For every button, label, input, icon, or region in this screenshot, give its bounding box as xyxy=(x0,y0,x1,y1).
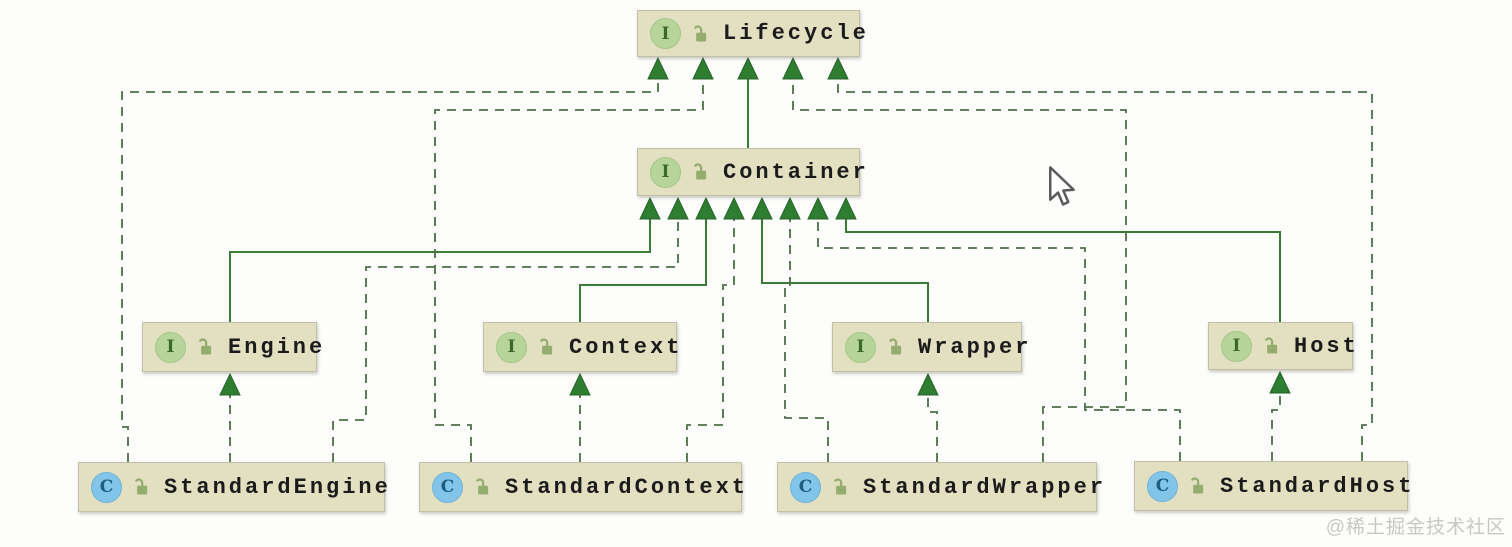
public-lock-icon xyxy=(888,338,902,355)
arrowhead xyxy=(692,56,714,80)
node-label: Engine xyxy=(228,334,326,360)
node-standard-host[interactable]: C StandardHost xyxy=(1134,461,1411,511)
arrowhead xyxy=(751,196,773,220)
edge-standardengine-implements-container xyxy=(332,219,679,462)
edge-standardcontext-implements-lifecycle xyxy=(434,79,704,462)
interface-badge-icon: I xyxy=(1221,330,1252,362)
arrowhead xyxy=(647,56,669,80)
arrowhead xyxy=(723,196,745,220)
node-standard-wrapper[interactable]: C StandardWrapper xyxy=(777,462,1103,512)
edge-standardhost-implements-lifecycle xyxy=(837,79,1373,461)
arrowhead xyxy=(737,56,759,80)
interface-badge-icon: I xyxy=(496,331,527,363)
arrowhead xyxy=(569,372,591,396)
node-label: StandardHost xyxy=(1220,473,1415,499)
node-container[interactable]: I Container xyxy=(637,148,866,196)
node-label: Wrapper xyxy=(918,334,1032,360)
public-lock-icon xyxy=(693,163,707,180)
node-context[interactable]: I Context xyxy=(483,322,679,372)
node-label: Container xyxy=(723,159,869,185)
node-standard-context[interactable]: C StandardContext xyxy=(419,462,745,512)
node-label: Context xyxy=(569,334,683,360)
arrowhead xyxy=(219,372,241,396)
node-host[interactable]: I Host xyxy=(1208,322,1356,370)
public-lock-icon xyxy=(134,478,148,495)
mouse-cursor-icon xyxy=(1049,166,1075,206)
node-lifecycle[interactable]: I Lifecycle xyxy=(637,10,866,57)
public-lock-icon xyxy=(1264,337,1278,354)
arrowhead xyxy=(779,196,801,220)
arrowhead xyxy=(782,56,804,80)
class-badge-icon: C xyxy=(790,471,821,503)
public-lock-icon xyxy=(198,338,212,355)
class-badge-icon: C xyxy=(1147,470,1178,502)
interface-badge-icon: I xyxy=(155,331,186,363)
interface-badge-icon: I xyxy=(650,156,681,188)
class-badge-icon: C xyxy=(432,471,463,503)
public-lock-icon xyxy=(693,24,707,41)
arrowhead xyxy=(917,372,939,396)
node-engine[interactable]: I Engine xyxy=(142,322,322,372)
arrowhead xyxy=(667,196,689,220)
node-wrapper[interactable]: I Wrapper xyxy=(832,322,1028,372)
watermark-text: @稀土掘金技术社区 xyxy=(1325,517,1506,538)
public-lock-icon xyxy=(1190,477,1204,494)
public-lock-icon xyxy=(833,478,847,495)
node-label: StandardContext xyxy=(505,474,749,500)
edge-wrapper-extends-container xyxy=(761,219,929,322)
node-label: StandardEngine xyxy=(164,474,391,500)
edge-context-extends-container xyxy=(579,219,707,322)
class-badge-icon: C xyxy=(91,471,122,503)
public-lock-icon xyxy=(539,338,553,355)
node-label: Lifecycle xyxy=(723,21,869,46)
arrowhead xyxy=(639,196,661,220)
edge-standardhost-implements-host xyxy=(1271,393,1281,461)
arrowhead xyxy=(1269,370,1291,394)
arrowhead xyxy=(695,196,717,220)
public-lock-icon xyxy=(475,478,489,495)
edge-standardwrapper-implements-lifecycle xyxy=(792,79,1127,462)
edge-standardengine-implements-lifecycle xyxy=(121,79,659,462)
edge-engine-extends-container xyxy=(229,219,651,322)
edge-standardwrapper-implements-container xyxy=(784,219,829,462)
interface-badge-icon: I xyxy=(650,18,681,49)
interface-badge-icon: I xyxy=(845,331,876,363)
node-standard-engine[interactable]: C StandardEngine xyxy=(78,462,388,512)
arrowhead xyxy=(835,196,857,220)
edge-standardhost-implements-container xyxy=(817,219,1181,461)
edge-host-extends-container xyxy=(845,219,1281,322)
node-label: Host xyxy=(1294,333,1359,359)
arrowhead xyxy=(827,56,849,80)
arrowhead xyxy=(807,196,829,220)
node-label: StandardWrapper xyxy=(863,474,1107,500)
edge-standardwrapper-implements-wrapper xyxy=(927,395,938,462)
edge-standardcontext-implements-container xyxy=(686,219,735,462)
